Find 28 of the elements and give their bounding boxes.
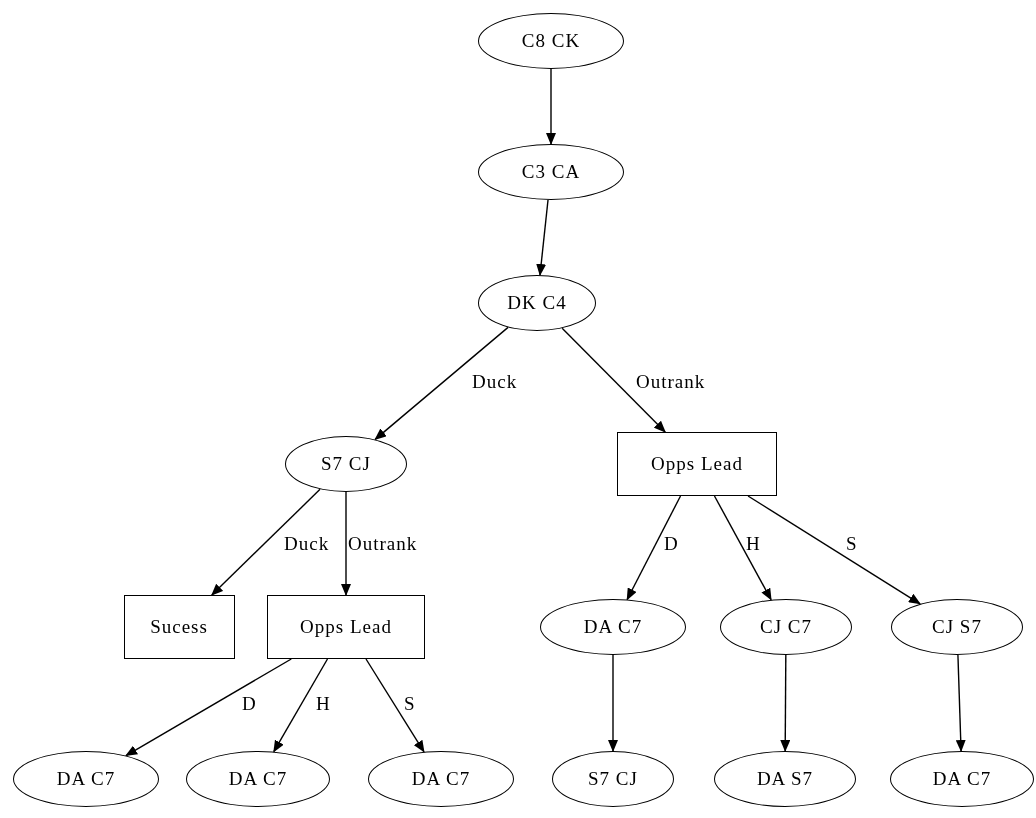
rectangle-node: Sucess <box>123 595 235 659</box>
arrow <box>546 68 556 145</box>
arrow <box>713 495 772 601</box>
edge-label: Duck <box>284 534 330 553</box>
edge-label: H <box>746 534 761 553</box>
arrow <box>125 658 292 757</box>
edge-label: Outrank <box>348 534 418 553</box>
edge-label: Duck <box>472 372 518 391</box>
rectangle-node: Opps Lead <box>617 432 777 496</box>
edge-label: D <box>242 694 257 713</box>
arrow <box>747 495 921 605</box>
arrow <box>273 658 329 753</box>
arrow <box>608 654 618 752</box>
edge-label: S <box>404 694 416 713</box>
arrow <box>561 327 666 433</box>
arrow <box>374 326 509 441</box>
arrow <box>780 654 791 752</box>
arrow <box>955 654 966 752</box>
edge-label: Outrank <box>636 372 706 391</box>
edge-label: H <box>316 694 331 713</box>
arrow <box>341 491 351 596</box>
rectangle-node: Opps Lead <box>267 595 425 659</box>
edge-label: D <box>664 534 679 553</box>
arrow <box>626 495 682 601</box>
arrow <box>536 199 549 277</box>
arrow <box>365 658 425 753</box>
edge-label: S <box>846 534 858 553</box>
arrow <box>211 488 321 596</box>
